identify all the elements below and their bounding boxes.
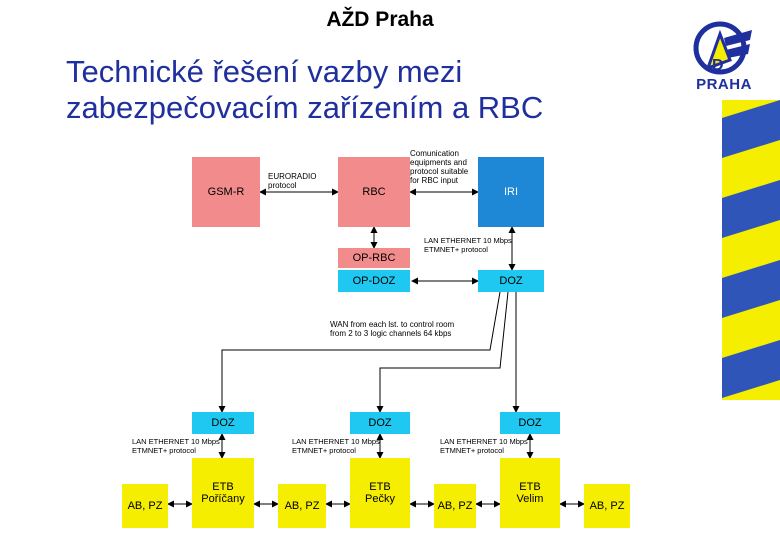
azd-logo-icon: D [693,21,752,75]
op-rbc-box: OP-RBC [338,248,410,268]
ab-pz-box-4: AB, PZ [584,484,630,528]
decorative-stripes [722,100,780,400]
doz-box-top: DOZ [478,270,544,292]
doz-box-station-3: DOZ [500,412,560,434]
logo-text: PRAHA [696,76,752,93]
lan-note-station-1: LAN ETHERNET 10 Mbps ETMNET+ protocol [132,437,220,455]
op-doz-box: OP-DOZ [338,270,410,292]
rbc-box: RBC [338,157,410,227]
iri-box: IRI [478,157,544,227]
comm-equipment-note: Comunication equipments and protocol sui… [410,149,469,185]
wan-note: WAN from each lst. to control room from … [330,320,455,338]
gsm-r-box: GSM-R [192,157,260,227]
lan-note-station-2: LAN ETHERNET 10 Mbps ETMNET+ protocol [292,437,380,455]
slide-title-line-2: zabezpečovacím zařízením a RBC [66,90,544,125]
etb-box-station-3: ETB Velim [500,458,560,528]
doz-box-station-1: DOZ [192,412,254,434]
lan-note-station-3: LAN ETHERNET 10 Mbps ETMNET+ protocol [440,437,528,455]
slide-title-line-1: Technické řešení vazby mezi [66,54,463,89]
euroradio-label: EURORADIO protocol [268,172,317,190]
ab-pz-box-3: AB, PZ [434,484,476,528]
etb-box-station-1: ETB Poříčany [192,458,254,528]
ab-pz-box-2: AB, PZ [278,484,326,528]
lan-note-top: LAN ETHERNET 10 Mbps ETMNET+ protocol [424,236,512,254]
ab-pz-box-1: AB, PZ [122,484,168,528]
doz-box-station-2: DOZ [350,412,410,434]
svg-text:D: D [712,57,724,74]
slide-title: Technické řešení vazby mezi zabezpečovac… [66,54,686,126]
etb-box-station-2: ETB Pečky [350,458,410,528]
company-header: AŽD Praha [326,8,434,31]
